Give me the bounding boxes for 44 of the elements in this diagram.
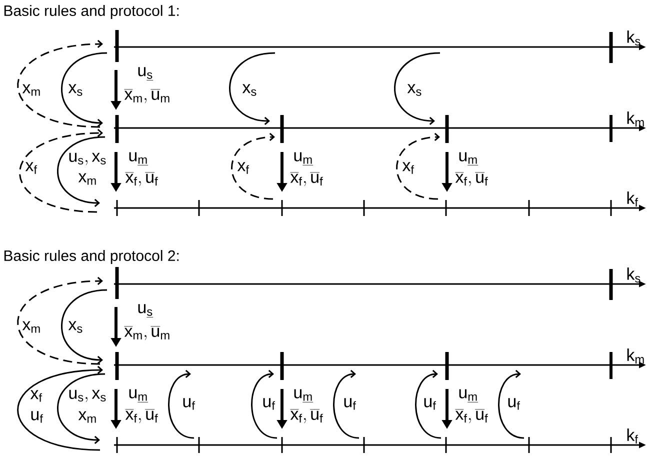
variable-label: $\mathrm{x_{m}}$ (22, 84, 40, 96)
variable-label: $\overline{\mathrm{x}}_{\mathrm{m}},\overline{\mathrm{u}}_{\mathrm{m}}$ (124, 326, 170, 340)
section-heading: Basic rules and protocol 1: (4, 5, 179, 19)
variable-label: $\mathrm{x_{f}}$ (402, 162, 414, 174)
variable-label: $\mathrm{u_{f}}$ (344, 398, 356, 410)
variable-label: $\mathrm{u}_{\underline{\mathrm{m}}}$ (294, 152, 314, 166)
axis-label: $\mathrm{k_{f}}$ (627, 428, 638, 444)
variable-label: $\mathrm{x_{f}}$ (30, 390, 42, 402)
axis-label: $\mathrm{k_{m}}$ (627, 348, 644, 364)
variable-label: $\mathrm{u}_{\underline{\mathrm{s}}}$ (138, 67, 154, 80)
variable-label: $\mathrm{u_{f}}$ (31, 411, 43, 423)
variable-label: $\mathrm{x_{s}}$ (407, 84, 422, 96)
axis-label: $\mathrm{k_{m}}$ (627, 112, 644, 126)
variable-label: $\mathrm{u}_{\underline{\mathrm{m}}}$ (294, 389, 314, 402)
variable-label: $\mathrm{x_{m}}$ (78, 411, 96, 423)
variable-label: $\mathrm{x_{s}}$ (242, 84, 256, 96)
axis-label: $\mathrm{k_{s}}$ (627, 267, 640, 282)
variable-label: $\mathrm{u_{f}}$ (183, 398, 195, 410)
variable-label: $\overline{\mathrm{x}}_{\mathrm{f}},\overline{\mathrm{u}}_{\mathrm{f}}$ (290, 409, 323, 424)
axis-label: $\mathrm{k_{f}}$ (627, 192, 638, 206)
variable-label: $\mathrm{x_{s}}$ (68, 84, 82, 96)
variable-label: $\mathrm{u}_{\underline{\mathrm{m}}}$ (129, 152, 148, 166)
variable-label: $\mathrm{u_{s},x_{s}}$ (69, 390, 106, 402)
variable-label: $\overline{\mathrm{x}}_{\mathrm{f}},\overline{\mathrm{u}}_{\mathrm{f}}$ (125, 172, 158, 186)
variable-label: $\mathrm{u_{f}}$ (424, 398, 436, 410)
variable-label: $\mathrm{u}_{\underline{\mathrm{m}}}$ (459, 152, 478, 166)
variable-label: $\mathrm{u_{f}}$ (508, 398, 520, 410)
variable-label: $\mathrm{u}_{\underline{\mathrm{m}}}$ (459, 389, 478, 402)
variable-label: $\mathrm{x_{s}}$ (68, 321, 82, 333)
variable-label: $\mathrm{u_{f}}$ (263, 398, 275, 410)
section-heading: Basic rules and protocol 2: (4, 250, 179, 264)
variable-label: $\overline{\mathrm{x}}_{\mathrm{f}},\overline{\mathrm{u}}_{\mathrm{f}}$ (290, 172, 323, 186)
variable-label: $\mathrm{u_{s},x_{s}}$ (69, 152, 106, 166)
axis-label: $\mathrm{k_{s}}$ (627, 30, 640, 46)
variable-label: $\overline{\mathrm{x}}_{\mathrm{f}},\overline{\mathrm{u}}_{\mathrm{f}}$ (455, 172, 488, 186)
variable-label: $\mathrm{x_{m}}$ (22, 321, 40, 333)
variable-label: $\overline{\mathrm{x}}_{\mathrm{f}},\overline{\mathrm{u}}_{\mathrm{f}}$ (455, 409, 488, 424)
variable-label: $\mathrm{x_{f}}$ (237, 162, 250, 174)
variable-label: $\mathrm{u}_{\underline{\mathrm{s}}}$ (138, 304, 154, 318)
variable-label: $\mathrm{x_{m}}$ (78, 173, 96, 185)
variable-label: $\overline{\mathrm{x}}_{\mathrm{m}},\overline{\mathrm{u}}_{\mathrm{m}}$ (124, 89, 170, 104)
variable-label: $\overline{\mathrm{x}}_{\mathrm{f}},\overline{\mathrm{u}}_{\mathrm{f}}$ (125, 409, 158, 424)
variable-label: $\mathrm{u}_{\underline{\mathrm{m}}}$ (129, 389, 148, 402)
variable-label: $\mathrm{x_{f}}$ (25, 162, 38, 174)
